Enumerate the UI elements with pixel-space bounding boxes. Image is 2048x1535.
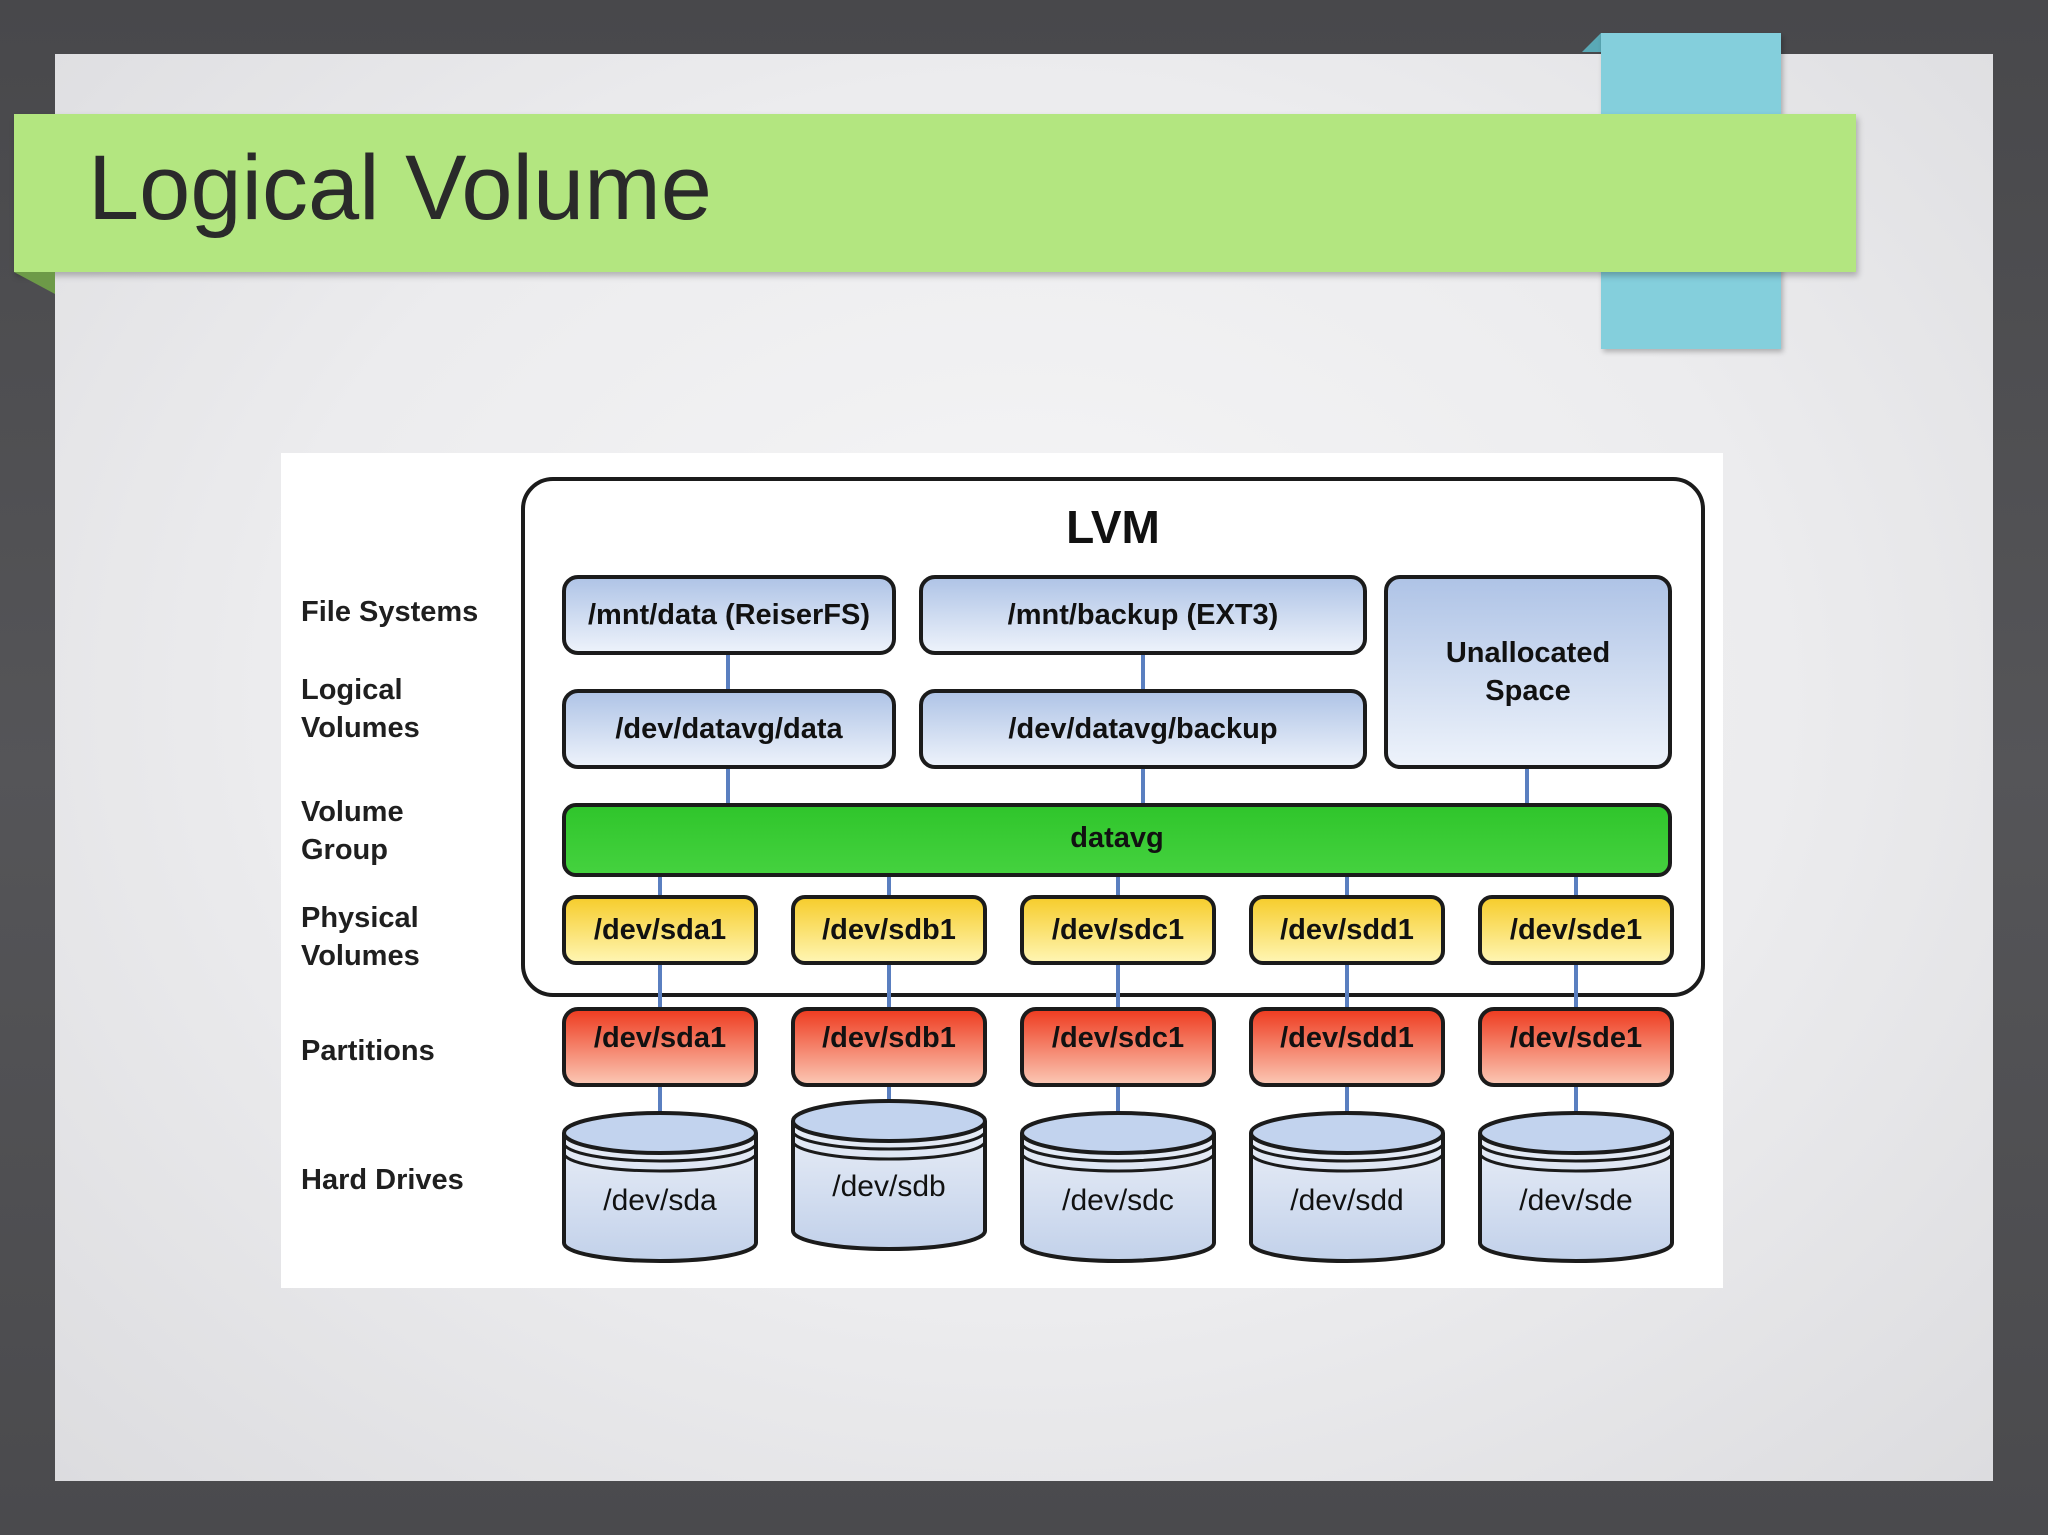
part-box-sdd1 xyxy=(1249,1007,1445,1087)
unallocated-label: Unallocated Space xyxy=(1386,577,1670,767)
layer-label-line: Volume xyxy=(301,796,404,828)
vg-label: datavg xyxy=(1070,821,1164,854)
lv-label-data: /dev/datavg/data xyxy=(615,712,843,745)
layer-label-logical-volumes: Logical Volumes xyxy=(301,671,501,747)
pv-box-sde1 xyxy=(1478,895,1674,965)
pv-box-sdb1 xyxy=(791,895,987,965)
part-box-sda1 xyxy=(562,1007,758,1087)
pv-label: /dev/sdc1 xyxy=(1051,913,1185,946)
disk-label: /dev/sde xyxy=(1519,1184,1633,1217)
pv-box-sdd1 xyxy=(1249,895,1445,965)
layer-label-line: Group xyxy=(301,834,388,866)
lvm-diagram: LVM File Systems Logical Volumes Volume … xyxy=(281,453,1723,1288)
pv-box-sdc1 xyxy=(1020,895,1216,965)
part-box-sde1 xyxy=(1478,1007,1674,1087)
disk-label: /dev/sda xyxy=(603,1184,717,1217)
layer-label-hard-drives: Hard Drives xyxy=(301,1164,464,1196)
disk-sdd xyxy=(1249,1111,1445,1263)
lv-label-backup: /dev/datavg/backup xyxy=(1008,712,1278,745)
partition-label: /dev/sda1 xyxy=(593,1021,727,1054)
partition-label: /dev/sde1 xyxy=(1509,1021,1643,1054)
partition-label: /dev/sdc1 xyxy=(1051,1021,1185,1054)
pv-label: /dev/sde1 xyxy=(1509,913,1643,946)
disk-sde xyxy=(1478,1111,1674,1263)
layer-label-line: Volumes xyxy=(301,940,420,972)
disk-sda xyxy=(562,1111,758,1263)
layer-label-partitions: Partitions xyxy=(301,1035,435,1067)
disk-label: /dev/sdc xyxy=(1062,1184,1174,1217)
layer-label-line: Physical xyxy=(301,902,419,934)
partition-label: /dev/sdd1 xyxy=(1280,1021,1414,1054)
accent-fold xyxy=(1582,33,1601,52)
unallocated-line: Unallocated xyxy=(1445,637,1611,669)
layer-label-file-systems: File Systems xyxy=(301,596,479,628)
diagram-graphics xyxy=(521,477,1705,1263)
lvm-title: LVM xyxy=(1066,501,1160,553)
pv-label: /dev/sdb1 xyxy=(822,913,956,946)
disk-label: /dev/sdb xyxy=(832,1170,946,1203)
fs-box-data xyxy=(562,575,896,655)
pv-label: /dev/sda1 xyxy=(593,913,727,946)
layer-label-volume-group: Volume Group xyxy=(301,793,501,869)
layer-label-physical-volumes: Physical Volumes xyxy=(301,899,501,975)
unallocated-box xyxy=(1384,575,1672,769)
fs-label-backup: /mnt/backup (EXT3) xyxy=(1007,598,1279,631)
pv-box-sda1 xyxy=(562,895,758,965)
lv-box-backup xyxy=(919,689,1367,769)
title-band xyxy=(14,114,1856,272)
fs-box-backup xyxy=(919,575,1367,655)
disk-label: /dev/sdd xyxy=(1290,1184,1404,1217)
fs-label-data: /mnt/data (ReiserFS) xyxy=(588,598,870,631)
lv-box-data xyxy=(562,689,896,769)
layer-label-line: Volumes xyxy=(301,712,420,744)
layer-label-line: Logical xyxy=(301,674,403,706)
part-box-sdc1 xyxy=(1020,1007,1216,1087)
partition-label: /dev/sdb1 xyxy=(822,1021,956,1054)
pv-label: /dev/sdd1 xyxy=(1280,913,1414,946)
slide-title: Logical Volume xyxy=(88,137,712,239)
disk-sdb xyxy=(791,1099,987,1251)
part-box-sdb1 xyxy=(791,1007,987,1087)
vg-bar xyxy=(562,803,1672,877)
title-band-fold xyxy=(14,272,55,294)
disk-sdc xyxy=(1020,1111,1216,1263)
unallocated-line: Space xyxy=(1485,675,1571,707)
